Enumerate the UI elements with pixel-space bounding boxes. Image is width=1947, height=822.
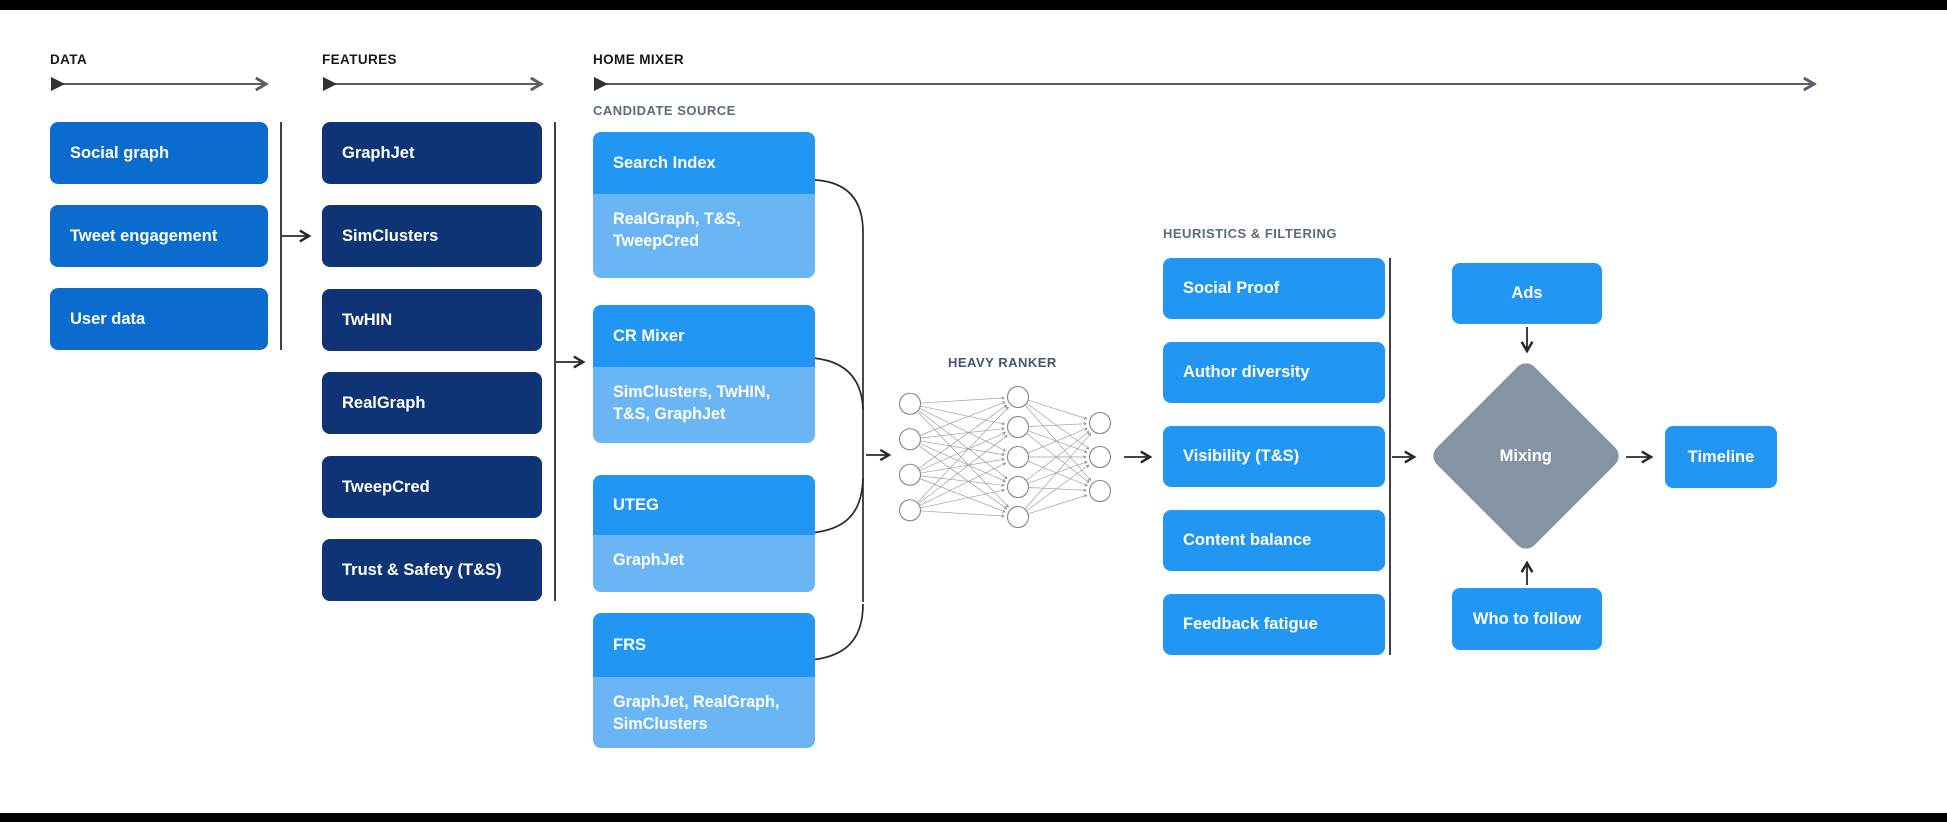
data-item-user-data: User data xyxy=(50,288,268,350)
box-label: Social Proof xyxy=(1183,279,1280,297)
candidate-search-index: Search Index RealGraph, T&S, TweepCred xyxy=(593,132,815,278)
features-to-candidates-connector xyxy=(554,122,583,601)
heuristics-label: HEURISTICS & FILTERING xyxy=(1163,226,1337,241)
candidates-merge-connector xyxy=(809,179,889,661)
feature-item-realgraph: RealGraph xyxy=(322,372,542,434)
feature-item-trust-safety: Trust & Safety (T&S) xyxy=(322,539,542,601)
feature-item-simclusters: SimClusters xyxy=(322,205,542,267)
data-item-social-graph: Social graph xyxy=(50,122,268,184)
candidate-source-label: CANDIDATE SOURCE xyxy=(593,103,736,118)
box-label: TwHIN xyxy=(342,310,393,329)
box-label: GraphJet xyxy=(342,143,415,162)
heuristic-content-balance: Content balance xyxy=(1163,510,1385,571)
box-label: TweepCred xyxy=(342,477,430,496)
candidate-title: FRS xyxy=(593,613,815,677)
heuristic-author-diversity: Author diversity xyxy=(1163,342,1385,403)
box-label: FRS xyxy=(613,635,646,654)
box-label: RealGraph xyxy=(342,393,426,412)
candidate-title: Search Index xyxy=(593,132,815,194)
box-label: Trust & Safety (T&S) xyxy=(342,560,502,579)
home-mixer-section-title: HOME MIXER xyxy=(593,52,685,67)
ads-box: Ads xyxy=(1452,263,1602,324)
candidate-features: GraphJet xyxy=(593,535,815,592)
heuristic-feedback-fatigue: Feedback fatigue xyxy=(1163,594,1385,655)
box-label: Timeline xyxy=(1687,447,1755,466)
timeline-box: Timeline xyxy=(1665,426,1777,488)
candidate-features: GraphJet, RealGraph, SimClusters xyxy=(593,677,815,748)
box-label: CR Mixer xyxy=(613,326,685,345)
bottom-letterbox-bar xyxy=(0,813,1947,822)
heuristic-social-proof: Social Proof xyxy=(1163,258,1385,319)
feature-item-tweepcred: TweepCred xyxy=(322,456,542,518)
candidate-uteg: UTEG GraphJet xyxy=(593,475,815,592)
box-label: Visibility (T&S) xyxy=(1183,447,1300,465)
box-label: Tweet engagement xyxy=(70,226,218,245)
mixing-diamond: Mixing xyxy=(1428,358,1624,554)
data-to-features-connector xyxy=(280,122,309,350)
data-item-tweet-engagement: Tweet engagement xyxy=(50,205,268,267)
data-section-title: DATA xyxy=(50,52,88,67)
box-label: Author diversity xyxy=(1183,363,1310,381)
heuristic-visibility: Visibility (T&S) xyxy=(1163,426,1385,487)
candidate-title: UTEG xyxy=(593,475,815,535)
box-label: SimClusters xyxy=(342,226,439,245)
box-label: Feedback fatigue xyxy=(1183,615,1318,633)
box-label: UTEG xyxy=(613,495,659,514)
candidate-features: RealGraph, T&S, TweepCred xyxy=(593,194,815,278)
who-to-follow-box: Who to follow xyxy=(1452,588,1602,650)
top-letterbox-bar xyxy=(0,0,1947,10)
feature-item-twhin: TwHIN xyxy=(322,289,542,351)
candidate-title: CR Mixer xyxy=(593,305,815,367)
feature-item-graphjet: GraphJet xyxy=(322,122,542,184)
box-label: Who to follow xyxy=(1472,609,1582,628)
candidate-frs: FRS GraphJet, RealGraph, SimClusters xyxy=(593,613,815,748)
candidate-features: SimClusters, TwHIN, T&S, GraphJet xyxy=(593,367,815,443)
candidate-cr-mixer: CR Mixer SimClusters, TwHIN, T&S, GraphJ… xyxy=(593,305,815,443)
box-label: Content balance xyxy=(1183,531,1312,549)
heavy-ranker-label: HEAVY RANKER xyxy=(948,355,1057,370)
box-label: Social graph xyxy=(70,143,170,162)
box-label: Search Index xyxy=(613,153,716,172)
heuristics-to-mixing-connector xyxy=(1389,258,1414,655)
box-label: Mixing xyxy=(1499,446,1553,465)
heavy-ranker-network xyxy=(898,385,1112,529)
features-section-title: FEATURES xyxy=(322,52,397,67)
box-label: Ads xyxy=(1511,284,1543,302)
box-label: User data xyxy=(70,309,146,328)
